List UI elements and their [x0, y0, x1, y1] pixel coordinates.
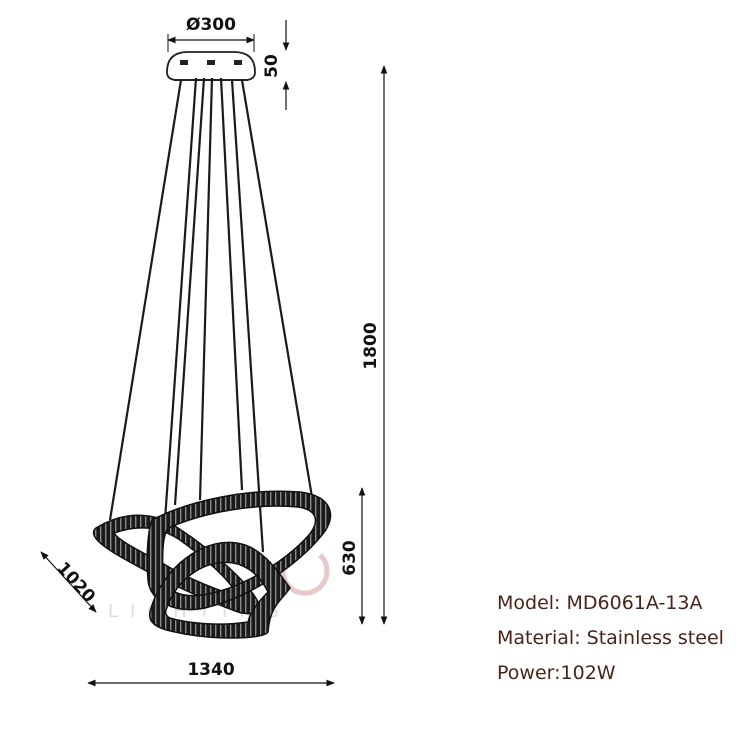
wire	[219, 77, 244, 491]
canopy	[166, 51, 256, 81]
dim-label-canopy-height: 50	[262, 54, 282, 78]
dim-label-total-width: 1340	[187, 660, 234, 680]
canopy-mount-left	[180, 60, 188, 65]
dim-label-ring-diameter: 1020	[52, 558, 99, 607]
dim-label-canopy-diameter: Ø300	[186, 15, 236, 35]
canopy-body	[166, 51, 256, 81]
dim-label-total-height: 1800	[361, 322, 381, 369]
wire	[108, 79, 183, 521]
wire	[163, 77, 198, 521]
dim-ring-diameter: 1020	[40, 551, 99, 613]
dim-rings-height: 630	[340, 487, 366, 625]
dim-label-rings-height: 630	[340, 540, 360, 576]
dim-canopy-height: 50	[262, 20, 290, 110]
dim-canopy-diameter: Ø300	[167, 15, 255, 52]
suspension-wires	[108, 77, 314, 553]
wire	[198, 77, 214, 501]
spec-power: Power:102W	[497, 662, 616, 684]
dim-line	[40, 551, 97, 613]
wire	[240, 79, 314, 498]
wire	[230, 79, 265, 553]
ring-front	[148, 541, 291, 639]
spec-model: Model: MD6061A-13A	[497, 592, 703, 614]
crystal-rings	[92, 490, 332, 639]
canopy-mount-mid	[207, 60, 215, 65]
dim-total-width: 1340	[87, 660, 335, 687]
wire	[173, 77, 206, 506]
canopy-mount-right	[234, 60, 242, 65]
spec-material: Material: Stainless steel	[497, 627, 724, 649]
dim-total-height: 1800	[361, 65, 388, 625]
